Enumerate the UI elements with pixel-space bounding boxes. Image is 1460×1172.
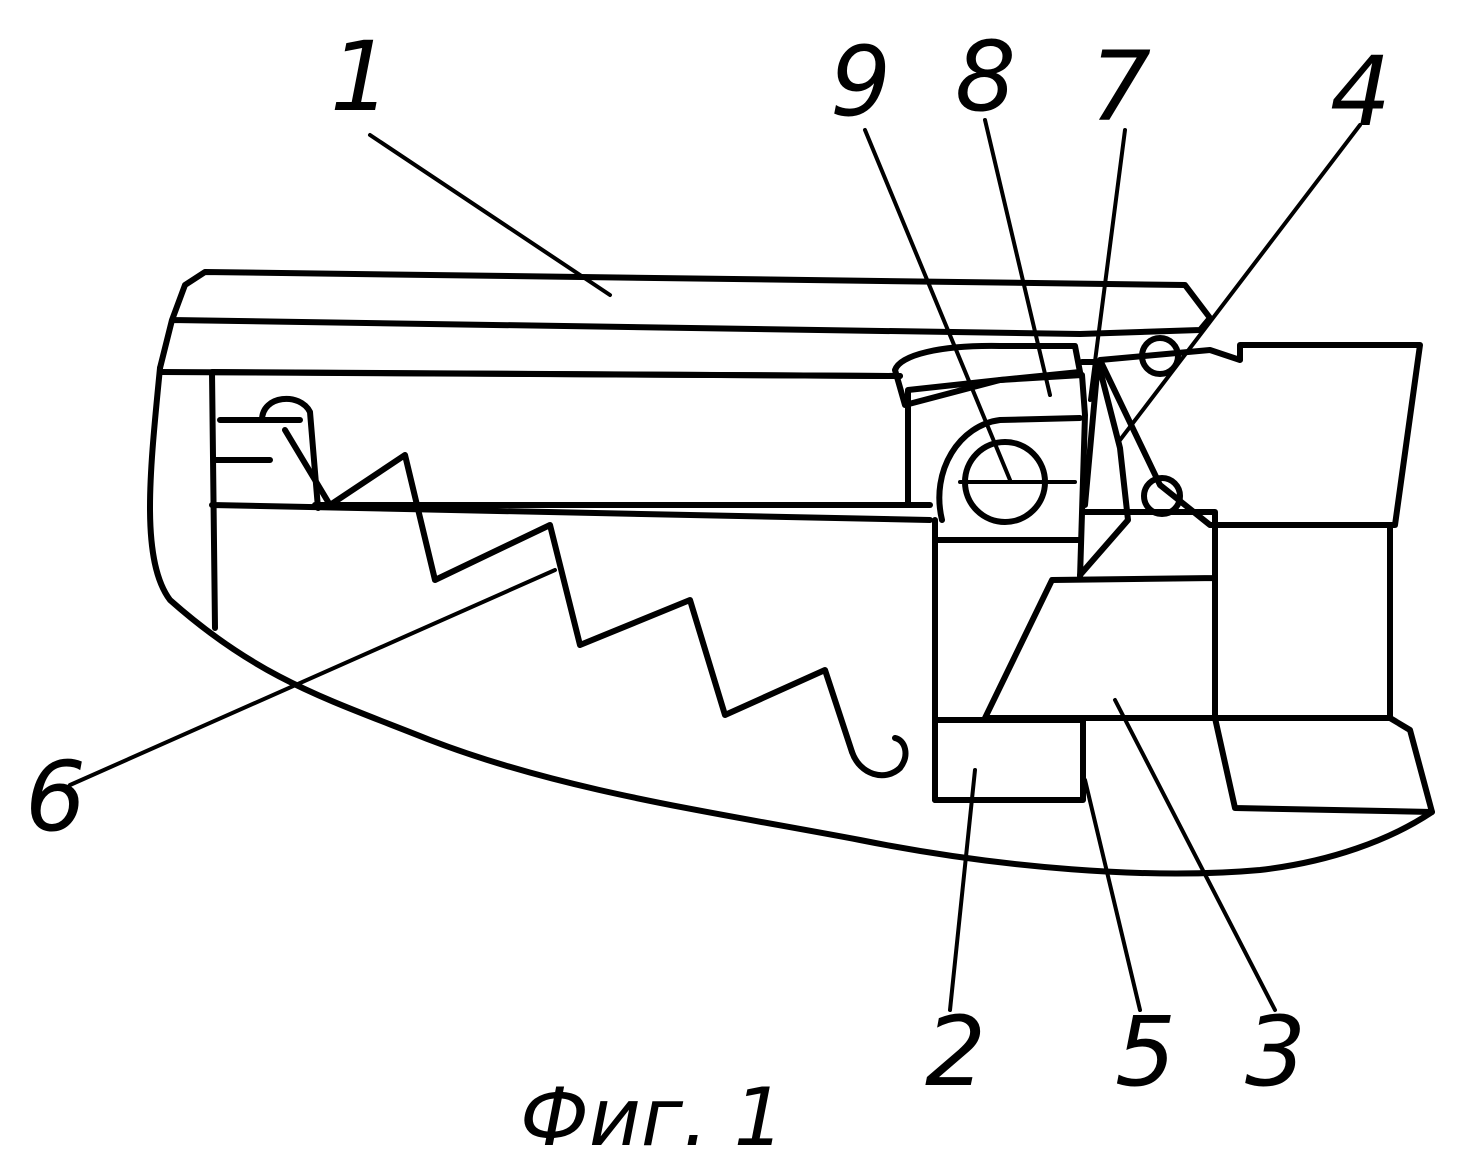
top-bar-outline: [160, 272, 1210, 368]
label-6: 6: [25, 741, 86, 853]
leader-5: [1085, 780, 1140, 1010]
leader-6: [70, 570, 555, 785]
pin-bracket: [939, 418, 1080, 520]
hatched-block-2: [935, 720, 1083, 800]
leader-8: [985, 120, 1050, 395]
tension-spring: [285, 430, 852, 752]
label-9: 9: [830, 26, 891, 138]
leader-3: [1115, 700, 1275, 1010]
slider-tail: [1215, 718, 1432, 812]
housing-break-outline: [150, 368, 1432, 873]
label-3: 3: [1245, 996, 1306, 1108]
label-2: 2: [925, 996, 986, 1108]
label-7: 7: [1090, 31, 1151, 143]
pawl-7: [1080, 362, 1128, 575]
spring-anchor-right: [852, 738, 905, 775]
leader-2: [950, 770, 975, 1010]
leader-1: [370, 135, 610, 295]
label-5: 5: [1115, 996, 1176, 1108]
figure-caption: Фиг. 1: [520, 1071, 785, 1164]
label-4: 4: [1330, 36, 1391, 148]
leader-9: [865, 130, 1010, 480]
spring-anchor-left: [262, 399, 318, 508]
label-8: 8: [955, 21, 1016, 133]
label-1: 1: [330, 21, 391, 133]
